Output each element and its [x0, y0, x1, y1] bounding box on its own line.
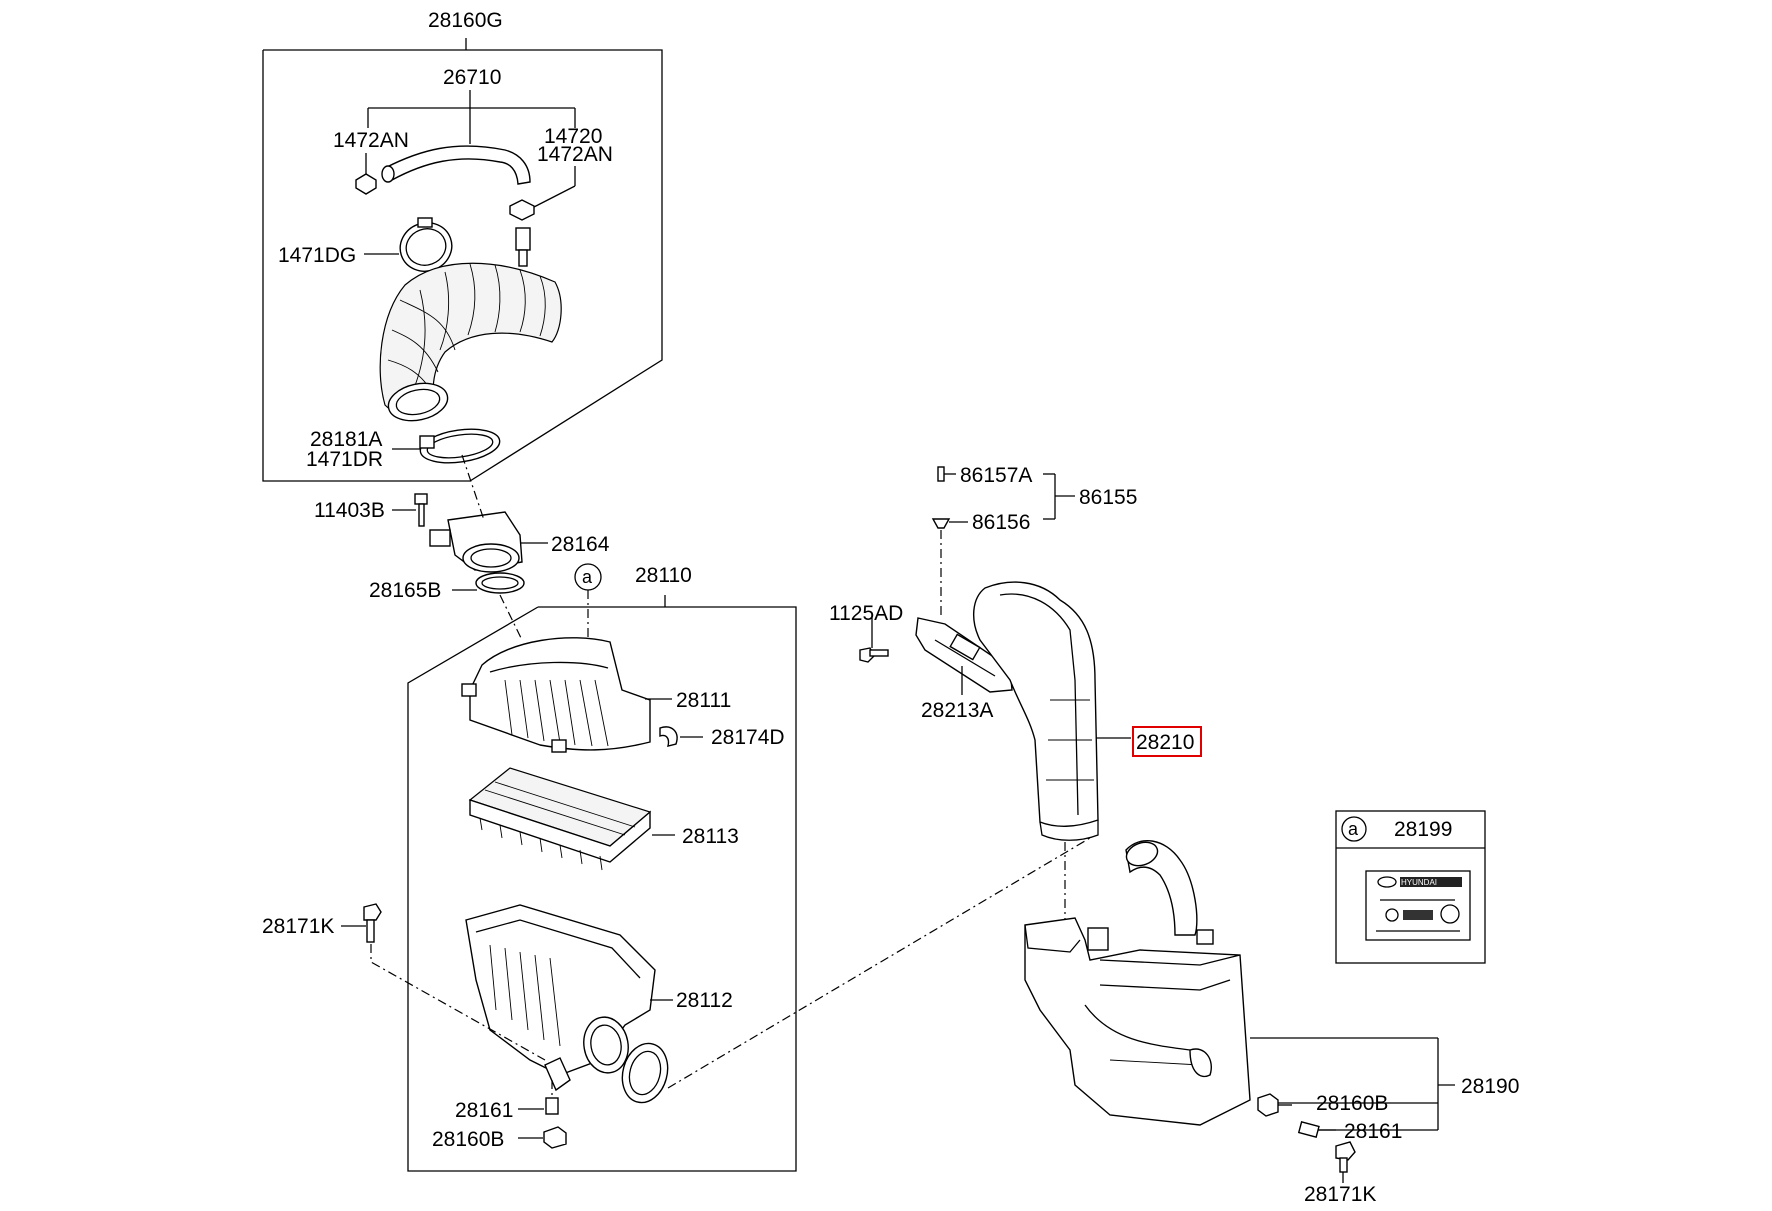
label-14720[interactable]: 14720	[544, 125, 602, 148]
label-28171k-left[interactable]: 28171K	[262, 915, 334, 938]
mass-flow-clamp-part	[392, 428, 501, 464]
clip-86156-part	[931, 518, 968, 529]
label-28160b-right[interactable]: 28160B	[1316, 1092, 1388, 1115]
intake-hose-clamp-part	[364, 217, 453, 272]
bracket-86155	[1043, 473, 1075, 520]
bolt-1125ad-part	[859, 614, 889, 663]
highlight-box-28210	[1132, 726, 1202, 757]
bolt-11403b-part	[392, 493, 428, 527]
label-11403b[interactable]: 11403B	[314, 499, 385, 522]
grommet-28160b-right-part	[1257, 1093, 1292, 1117]
label-28213a[interactable]: 28213A	[921, 699, 993, 722]
label-1472an-left[interactable]: 1472AN	[333, 129, 409, 152]
label-26710[interactable]: 26710	[443, 66, 501, 89]
assembly-dash-line	[667, 837, 1091, 1089]
duct-bracket-part	[915, 617, 1013, 695]
label-28110[interactable]: 28110	[635, 564, 692, 587]
hose-nipple-part	[515, 227, 531, 267]
assembly-dash-line	[499, 594, 523, 641]
assembly-dash-line	[370, 944, 546, 1061]
label-28161-right[interactable]: 28161	[1344, 1120, 1402, 1143]
label-28181a[interactable]: 28181A	[310, 428, 382, 451]
label-28190[interactable]: 28190	[1461, 1075, 1519, 1098]
label-28174d[interactable]: 28174D	[711, 726, 785, 749]
air-cleaner-cover-part	[461, 637, 672, 753]
label-28171k-right[interactable]: 28171K	[1304, 1183, 1376, 1206]
air-flow-sensor-part	[429, 511, 548, 573]
duct-ring-part	[621, 1042, 669, 1104]
label-1472an-right[interactable]: 1472AN	[537, 143, 613, 166]
label-86156[interactable]: 86156	[972, 511, 1030, 534]
assembly-dash-line	[461, 454, 485, 521]
hose-clamp-right-part	[509, 166, 576, 221]
bolt-28171k-right-part	[1335, 1141, 1356, 1183]
air-cleaner-body-part	[465, 904, 673, 1092]
resonator-28190-part	[1024, 840, 1251, 1126]
callout-marker-a-box-text: a	[1348, 819, 1359, 839]
gasket-28165b-part	[452, 572, 525, 594]
group-box-28110	[407, 595, 797, 1172]
label-28112[interactable]: 28112	[676, 989, 733, 1012]
bolt-28171k-left-part	[341, 903, 382, 943]
label-28210[interactable]: 28210	[1136, 731, 1194, 754]
label-86155[interactable]: 86155	[1079, 486, 1137, 509]
label-28111[interactable]: 28111	[676, 689, 731, 712]
clip-28174d-part	[659, 726, 703, 747]
label-28160g[interactable]: 28160G	[428, 9, 503, 32]
label-86157a[interactable]: 86157A	[960, 464, 1032, 487]
label-1125ad[interactable]: 1125AD	[829, 602, 903, 625]
label-28113[interactable]: 28113	[682, 825, 739, 848]
label-1471dr[interactable]: 1471DR	[306, 448, 383, 471]
callout-marker-a-top-text: a	[582, 567, 593, 587]
air-filter-part	[468, 767, 675, 871]
air-duct-28210-part	[973, 581, 1131, 841]
breather-hose-part	[381, 145, 531, 185]
grommet-28160b-left-part	[518, 1126, 567, 1149]
bushing-28161-right-part	[1297, 1120, 1336, 1138]
leader-26710	[367, 90, 576, 144]
bushing-28161-left-part	[518, 1080, 559, 1115]
label-28164[interactable]: 28164	[551, 533, 610, 556]
screw-86157a-part	[937, 466, 956, 482]
label-plate-box	[1335, 810, 1486, 964]
label-28199[interactable]: 28199	[1394, 818, 1452, 841]
label-1471dg[interactable]: 1471DG	[278, 244, 356, 267]
hose-clamp-left-part	[355, 153, 377, 195]
label-28161-left[interactable]: 28161	[455, 1099, 513, 1122]
label-28165b[interactable]: 28165B	[369, 579, 441, 602]
leader-28190	[1250, 1037, 1455, 1131]
label-plate-brand: HYUNDAI	[1401, 878, 1437, 887]
label-28160b-left[interactable]: 28160B	[432, 1128, 504, 1151]
air-intake-hose-part	[379, 262, 562, 422]
group-box-28160g	[262, 38, 663, 482]
